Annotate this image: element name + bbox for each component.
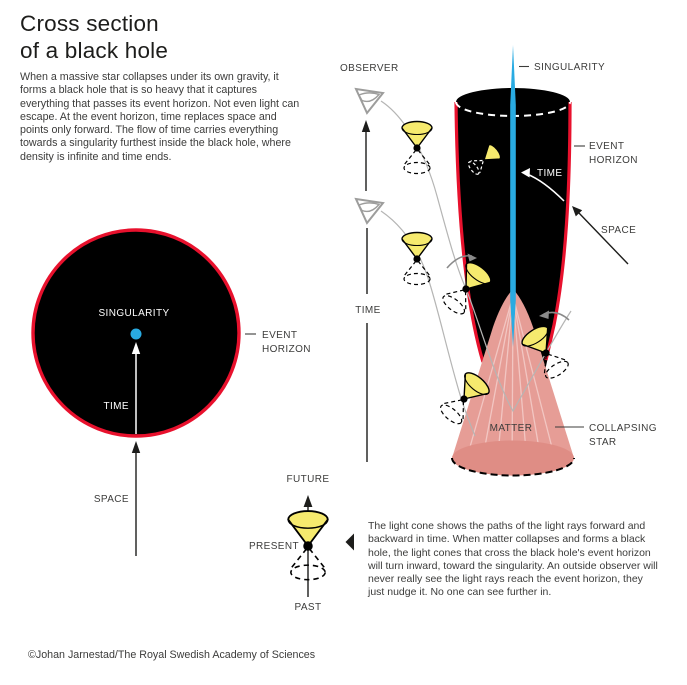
funnel-event-horizon-label-2: HORIZON <box>589 155 638 166</box>
matter-label: MATTER <box>490 423 533 434</box>
eh-red-edge-right <box>544 101 572 361</box>
legend-pointer-icon <box>345 533 354 551</box>
collapsing-star-label-2: STAR <box>589 437 617 448</box>
cs-space-arrow <box>131 441 141 556</box>
cs-event-horizon-label-1: EVENT <box>262 330 297 341</box>
future-label: FUTURE <box>287 474 330 485</box>
cs-space-label: SPACE <box>94 494 129 505</box>
present-label: PRESENT <box>249 541 299 552</box>
past-label: PAST <box>295 602 322 613</box>
observer-eye-icon-2 <box>354 197 385 225</box>
funnel-space-label: SPACE <box>601 225 636 236</box>
title-line-1: Cross section <box>20 11 159 36</box>
intro-paragraph: When a massive star collapses under its … <box>20 71 300 163</box>
eh-red-edge-left <box>454 101 485 363</box>
collapsing-star-cone <box>451 289 575 477</box>
page-title: Cross section of a black hole <box>20 10 168 64</box>
funnel-space-arrow <box>572 206 629 265</box>
inner-time-arrow <box>521 168 565 202</box>
observer-time-arrow <box>361 120 371 191</box>
cs-event-horizon-label-2: HORIZON <box>262 344 311 355</box>
observer-eye-icon-1 <box>354 87 385 115</box>
tilt-arrow-left <box>446 253 477 269</box>
funnel-event-horizon-label-1: EVENT <box>589 141 624 152</box>
cs-time-label: TIME <box>104 401 130 412</box>
singularity-line <box>510 45 516 347</box>
funnel-singularity-label: SINGULARITY <box>534 62 605 73</box>
collapsing-star-label-1: COLLAPSING <box>589 423 657 434</box>
cs-time-arrow <box>131 342 141 434</box>
title-line-2: of a black hole <box>20 38 169 63</box>
light-cone-legend: FUTURE PRESENT PAST <box>249 474 354 613</box>
time-axis-label: TIME <box>355 305 381 316</box>
inner-time-label: TIME <box>537 168 563 179</box>
cross-section-diagram: SINGULARITY TIME EVENT HORIZON SPACE <box>31 228 311 556</box>
credit-line: ©Johan Jarnestad/The Royal Swedish Acade… <box>28 649 316 661</box>
inner-light-cone <box>467 143 502 175</box>
observer-label: OBSERVER <box>340 63 399 74</box>
tilt-arrow-right <box>539 310 570 321</box>
cs-singularity-dot <box>130 328 142 340</box>
funnel-diagram: TIME OBSERVER SINGULARITY EVENT HORIZON … <box>340 45 657 477</box>
cs-singularity-label: SINGULARITY <box>98 308 169 319</box>
legend-paragraph: The light cone shows the paths of the li… <box>368 520 658 599</box>
